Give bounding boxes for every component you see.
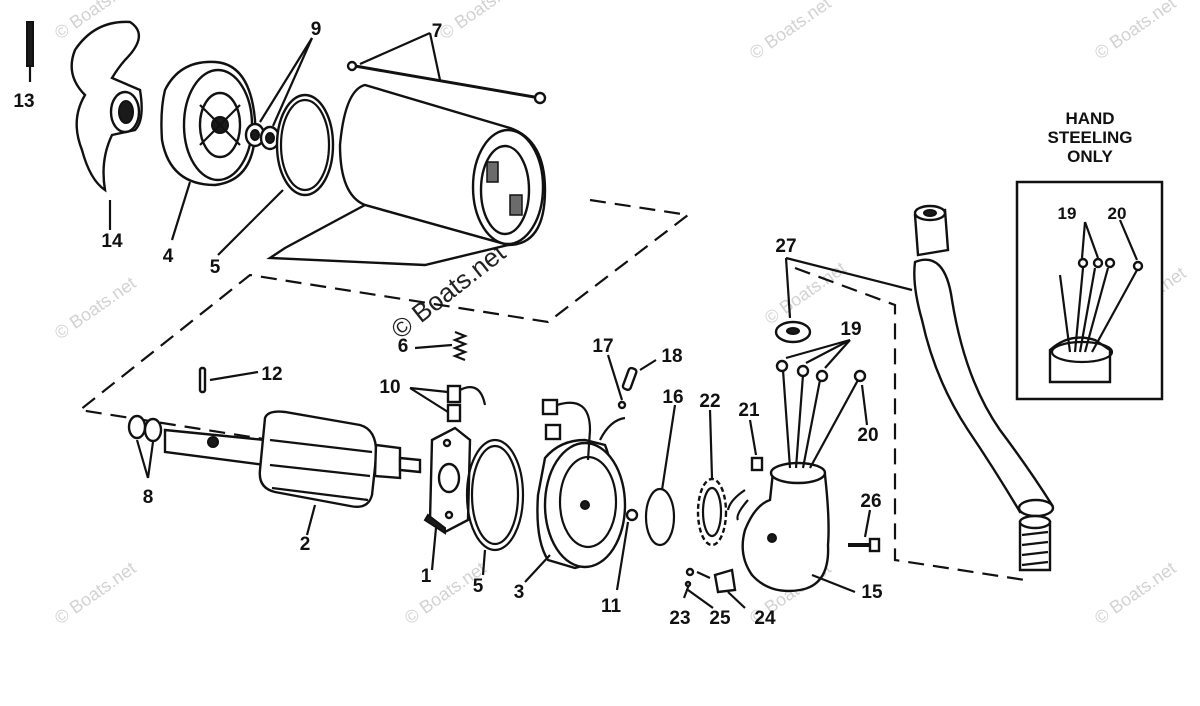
locknut-22 [696,409,728,547]
callout-6: 6 [398,336,409,357]
washers-8 [127,414,163,479]
armature-2 [163,410,422,536]
propeller-14 [70,20,143,230]
brush-plate-1 [423,426,472,571]
inset-callout-20: 20 [1108,204,1127,223]
callout-8: 8 [143,487,154,508]
callout-21: 21 [738,400,760,421]
steering-tube [913,204,1055,572]
callout-5-lower: 5 [473,576,484,597]
nut-11 [615,508,639,591]
inset-title-line3: ONLY [1067,147,1113,166]
assembly-guide-lines [77,198,1026,582]
pin-13 [26,21,34,82]
callout-23: 23 [669,608,690,629]
callout-labels: 1 2 3 4 5 5 6 7 8 9 10 11 12 13 14 15 16… [13,19,883,629]
end-cap-4 [160,60,257,241]
inset-callout-19: 19 [1058,204,1077,223]
lower-unit-housing-15 [726,461,856,594]
screw-17-pin-18 [606,354,657,410]
motor-housing [266,83,547,267]
callout-19: 19 [840,319,861,340]
watermark-5: © Boats.net [51,273,140,343]
callout-18: 18 [661,346,682,367]
spring-6 [414,330,468,362]
callout-24: 24 [754,608,776,629]
callout-5-upper: 5 [210,257,221,278]
watermark-11: © Boats.net [1091,558,1180,628]
plug-21 [748,419,764,472]
hand-steering-inset: 19 20 [1015,180,1164,401]
dashed-path-left [77,198,691,442]
through-bolt-7 [346,31,547,105]
brushes-10 [409,384,487,423]
dashed-path-right [794,266,1026,582]
callout-16: 16 [662,387,683,408]
callout-13: 13 [13,91,34,112]
field-frame-3 [524,398,627,583]
watermark-2: © Boats.net [436,0,525,43]
o-ring-5-upper [217,93,335,256]
watermark-3: © Boats.net [746,0,835,63]
grommet-27 [774,256,913,344]
callout-12: 12 [261,364,282,385]
ring-16 [644,404,677,547]
callout-3: 3 [514,582,525,603]
watermark-6: © Boats.net [761,258,850,328]
o-ring-5-lower [465,438,525,576]
pin-12 [198,366,259,394]
callout-17: 17 [592,336,613,357]
callout-9: 9 [311,19,322,40]
callout-4: 4 [163,246,174,267]
callout-2: 2 [300,534,311,555]
screw-26 [848,509,881,553]
inset-title-line1: HAND [1065,109,1114,128]
watermark-8: © Boats.net [51,558,140,628]
callout-1: 1 [421,566,432,587]
watermark-4: © Boats.net [1091,0,1180,63]
inset-title-line2: STEELING [1047,128,1132,147]
callout-11: 11 [601,596,622,617]
callout-7: 7 [432,21,443,42]
callout-22: 22 [699,391,720,412]
wire-leads-19-20 [775,338,869,469]
small-hardware-23-24-25 [682,567,746,609]
callout-25: 25 [709,608,731,629]
callout-26: 26 [860,491,881,512]
washers-9 [244,37,314,151]
callout-15: 15 [861,582,883,603]
inset-caption: HAND STEELING ONLY [1047,109,1132,166]
callout-14: 14 [101,231,123,252]
callout-27: 27 [775,236,796,257]
callout-20: 20 [857,425,878,446]
callout-10: 10 [379,377,400,398]
